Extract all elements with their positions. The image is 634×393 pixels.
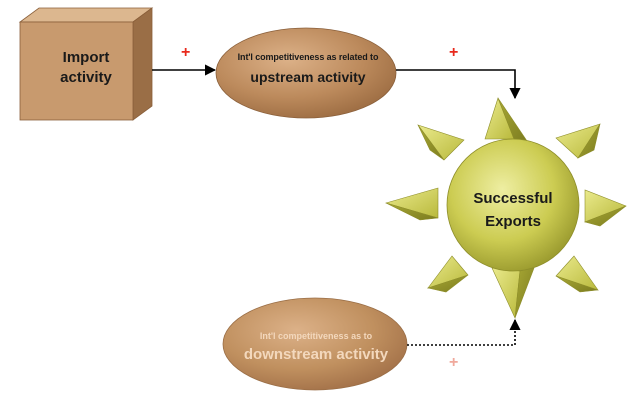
successful-exports-disc [446,138,580,272]
downstream-big-text: downstream activity [243,346,389,363]
upstream-big-text: upstream activity [250,69,366,85]
downstream-ellipse [222,297,408,391]
upstream-small-text: Int'l competitiveness as related to [237,52,379,62]
import-activity-box [18,7,154,121]
plus-sign-upstream-exports: + [449,44,459,61]
import-label-line2: activity [60,69,112,86]
exports-label-line2: Exports [485,213,541,230]
import-activity-label: Import activity [30,48,142,88]
arrow-upstream-to-exports [396,69,521,100]
sun-rays [384,97,627,320]
import-label-line1: Import [62,49,110,66]
exports-label-line1: Successful [473,190,553,207]
plus-sign-downstream-exports: + [449,354,459,371]
successful-exports-label: Successful Exports [458,187,568,233]
arrow-downstream-to-exports [407,318,521,346]
plus-sign-import-upstream: + [181,44,191,61]
downstream-small-text: Int'l competitiveness as to [259,331,373,341]
